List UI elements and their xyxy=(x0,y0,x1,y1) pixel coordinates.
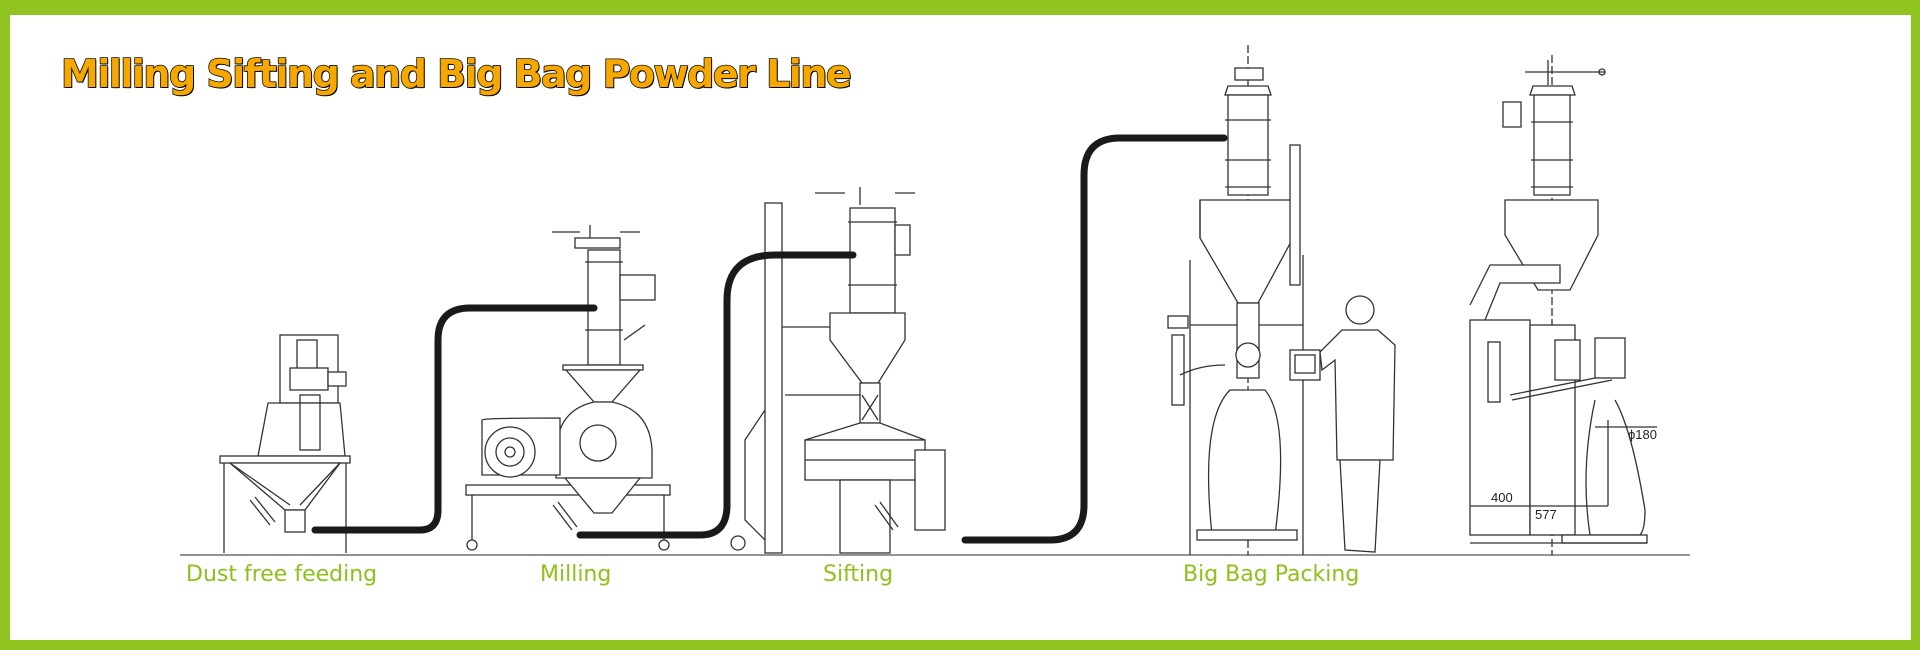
hose-feeder-to-mill xyxy=(311,304,598,534)
station-label-feeding: Dust free feeding xyxy=(186,562,378,587)
dimension-width-a: 400 xyxy=(1491,490,1513,505)
station-label-big-bag-packing: Big Bag Packing xyxy=(1183,562,1360,587)
dust-free-feeder xyxy=(219,334,351,553)
operator-figure xyxy=(1319,295,1396,553)
station-label-sifting: Sifting xyxy=(823,562,894,587)
dimension-width-b: 577 xyxy=(1535,507,1557,522)
station-label-milling: Milling xyxy=(540,562,612,587)
sifting-machine xyxy=(730,187,946,554)
hose-sifter-to-packer xyxy=(961,134,1228,544)
big-bag-packer-side-view xyxy=(1469,55,1657,555)
big-bag-packer xyxy=(1167,45,1321,555)
hose-mill-to-sifter xyxy=(576,251,857,539)
dimension-diameter: ϕ180 xyxy=(1628,427,1657,442)
milling-machine xyxy=(465,225,671,551)
page-title: Milling Sifting and Big Bag Powder Line xyxy=(60,51,852,97)
